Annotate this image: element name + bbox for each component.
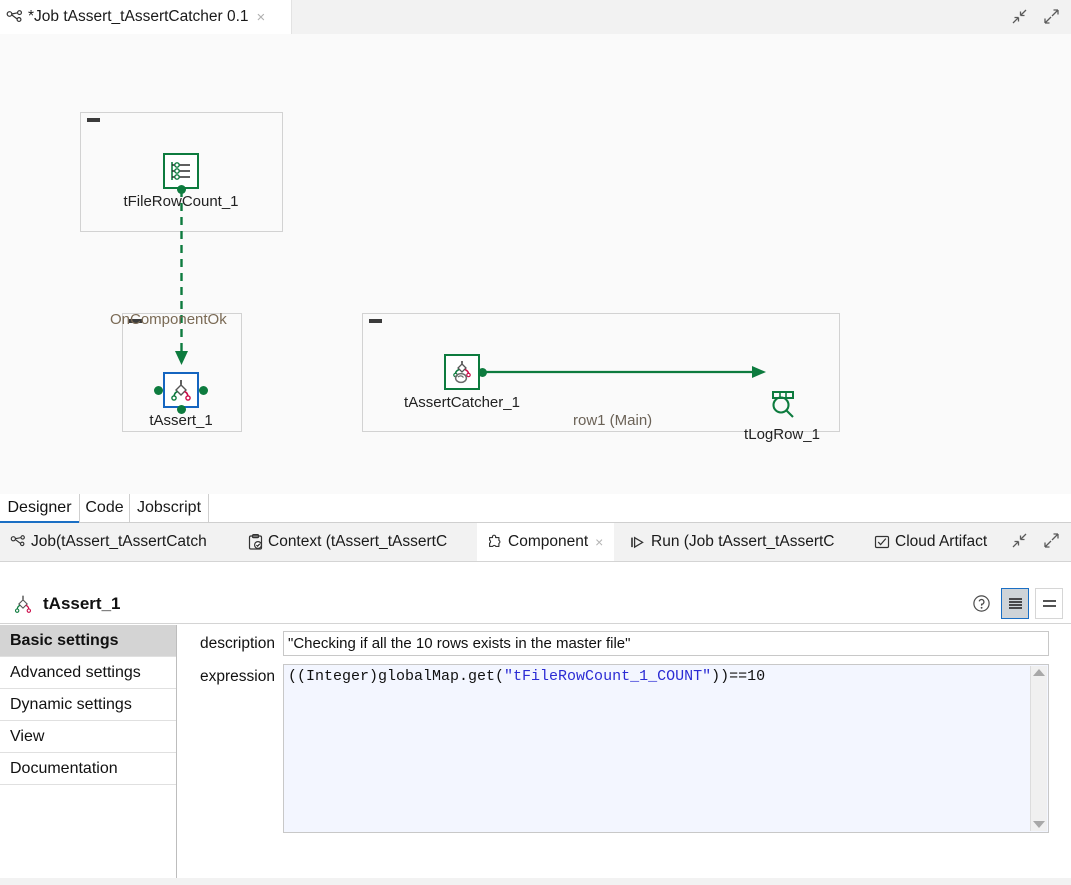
tab-run-label: Run (Job tAssert_tAssertC — [651, 533, 835, 550]
component-icon — [487, 534, 503, 550]
node-tassertcatcher[interactable]: tAssertCatcher_1 — [404, 354, 520, 411]
tassertcatcher-icon — [444, 354, 480, 390]
subjob-collapse-icon[interactable] — [87, 118, 100, 122]
tab-job-label: Job(tAssert_tAssertCatch — [31, 533, 207, 550]
settings-tab-label: Dynamic settings — [10, 695, 132, 713]
properties-header: tAssert_1 — [0, 584, 1071, 624]
job-designer-canvas[interactable]: OnComponentOk row1 (Main) tFil — [0, 34, 1071, 494]
panel-window-controls — [1010, 531, 1061, 555]
expression-string: "tFileRowCount_1_COUNT" — [504, 668, 712, 685]
list-view-icon[interactable] — [1001, 588, 1029, 619]
editor-tab-label: *Job tAssert_tAssertCatcher 0.1 — [28, 8, 249, 25]
expression-scrollbar[interactable] — [1030, 666, 1047, 831]
node-port-right[interactable] — [478, 367, 487, 377]
node-tlogrow[interactable]: tLogRow_1 — [744, 386, 820, 443]
settings-tab-basic-settings[interactable]: Basic settings — [0, 625, 176, 657]
tab-designer[interactable]: Designer — [0, 494, 80, 523]
close-icon[interactable]: × — [595, 534, 604, 550]
node-label: tAssertCatcher_1 — [404, 394, 520, 411]
tab-context[interactable]: Context (tAssert_tAssertC — [238, 523, 470, 561]
connection-label-row1[interactable]: row1 (Main) — [573, 412, 653, 429]
close-icon[interactable]: × — [256, 8, 266, 26]
settings-tab-list: Basic settings Advanced settings Dynamic… — [0, 625, 177, 878]
field-row-expression: expression ((Integer)globalMap.get("tFil… — [177, 664, 1071, 833]
node-port-right[interactable] — [199, 385, 208, 395]
tab-job[interactable]: Job(tAssert_tAssertCatch — [0, 523, 228, 561]
node-label: tAssert_1 — [149, 412, 213, 429]
settings-tab-label: Basic settings — [10, 631, 119, 649]
maximize-icon[interactable] — [1042, 531, 1061, 555]
tab-code-label: Code — [85, 499, 124, 516]
tfilerowcount-icon — [163, 153, 199, 189]
tab-designer-label: Designer — [7, 499, 72, 516]
settings-tab-label: Advanced settings — [10, 663, 141, 681]
maximize-icon[interactable] — [1042, 7, 1061, 26]
tab-context-label: Context (tAssert_tAssertC — [268, 533, 448, 550]
properties-header-buttons — [967, 588, 1063, 619]
component-properties-panel: tAssert_1 — [0, 561, 1071, 885]
node-port-bottom[interactable] — [176, 185, 186, 194]
tab-cloud-artifact[interactable]: Cloud Artifact — [864, 523, 1014, 561]
editor-tabbar: *Job tAssert_tAssertCatcher 0.1 × — [0, 0, 1071, 34]
tab-code[interactable]: Code — [80, 494, 130, 522]
panel-footer — [0, 878, 1071, 885]
minimize-icon[interactable] — [1010, 531, 1029, 555]
node-port-bottom[interactable] — [176, 405, 186, 414]
subjob-collapse-icon[interactable] — [129, 319, 142, 323]
settings-tab-documentation[interactable]: Documentation — [0, 753, 176, 785]
node-label: tLogRow_1 — [744, 426, 820, 443]
settings-tab-view[interactable]: View — [0, 721, 176, 753]
node-port-left[interactable] — [154, 385, 163, 395]
settings-tab-label: Documentation — [10, 759, 118, 777]
description-field[interactable]: "Checking if all the 10 rows exists in t… — [283, 631, 1049, 656]
context-icon — [248, 534, 263, 550]
job-icon — [10, 535, 26, 549]
scroll-down-icon[interactable] — [1033, 821, 1045, 828]
tab-jobscript-label: Jobscript — [136, 499, 202, 516]
description-label: description — [200, 635, 275, 652]
expression-prefix: ((Integer)globalMap.get( — [288, 668, 505, 685]
tab-cloud-artifact-label: Cloud Artifact — [895, 533, 988, 550]
editor-tab-job[interactable]: *Job tAssert_tAssertCatcher 0.1 × — [0, 0, 292, 34]
field-row-description: description "Checking if all the 10 rows… — [177, 631, 1071, 656]
settings-tab-label: View — [10, 727, 45, 745]
connection-label-oncomponentok[interactable]: OnComponentOk — [110, 311, 227, 328]
expression-suffix: ))==10 — [711, 668, 766, 685]
tassert-icon — [12, 594, 34, 614]
tab-run[interactable]: Run (Job tAssert_tAssertC — [620, 523, 859, 561]
tassert-icon — [163, 372, 199, 408]
job-icon — [6, 9, 23, 25]
node-tfilerowcount[interactable]: tFileRowCount_1 — [123, 153, 239, 210]
node-label: tFileRowCount_1 — [123, 193, 239, 210]
basic-settings-form: description "Checking if all the 10 rows… — [177, 625, 1071, 878]
settings-tab-advanced-settings[interactable]: Advanced settings — [0, 657, 176, 689]
detail-view-icon[interactable] — [1035, 588, 1063, 619]
help-icon[interactable] — [967, 588, 995, 619]
minimize-icon[interactable] — [1010, 7, 1029, 26]
expression-field[interactable]: ((Integer)globalMap.get("tFileRowCount_1… — [283, 664, 1049, 833]
cloud-artifact-icon — [874, 534, 890, 550]
expression-label: expression — [200, 668, 275, 685]
subjob-collapse-icon[interactable] — [369, 319, 382, 323]
tlogrow-icon — [764, 386, 800, 422]
view-tabbar: Designer Code Jobscript — [0, 494, 1071, 523]
page-title: tAssert_1 — [43, 593, 121, 613]
node-tassert[interactable]: tAssert_1 — [149, 372, 213, 429]
tab-component-label: Component — [508, 533, 589, 550]
panel-tabbar: Job(tAssert_tAssertCatch Context (tAsser… — [0, 523, 1071, 561]
scroll-up-icon[interactable] — [1033, 669, 1045, 676]
tab-jobscript[interactable]: Jobscript — [130, 494, 209, 522]
run-icon — [630, 535, 646, 550]
settings-tab-dynamic-settings[interactable]: Dynamic settings — [0, 689, 176, 721]
tab-component[interactable]: Component × — [477, 523, 614, 561]
editor-window-controls — [1010, 7, 1061, 26]
